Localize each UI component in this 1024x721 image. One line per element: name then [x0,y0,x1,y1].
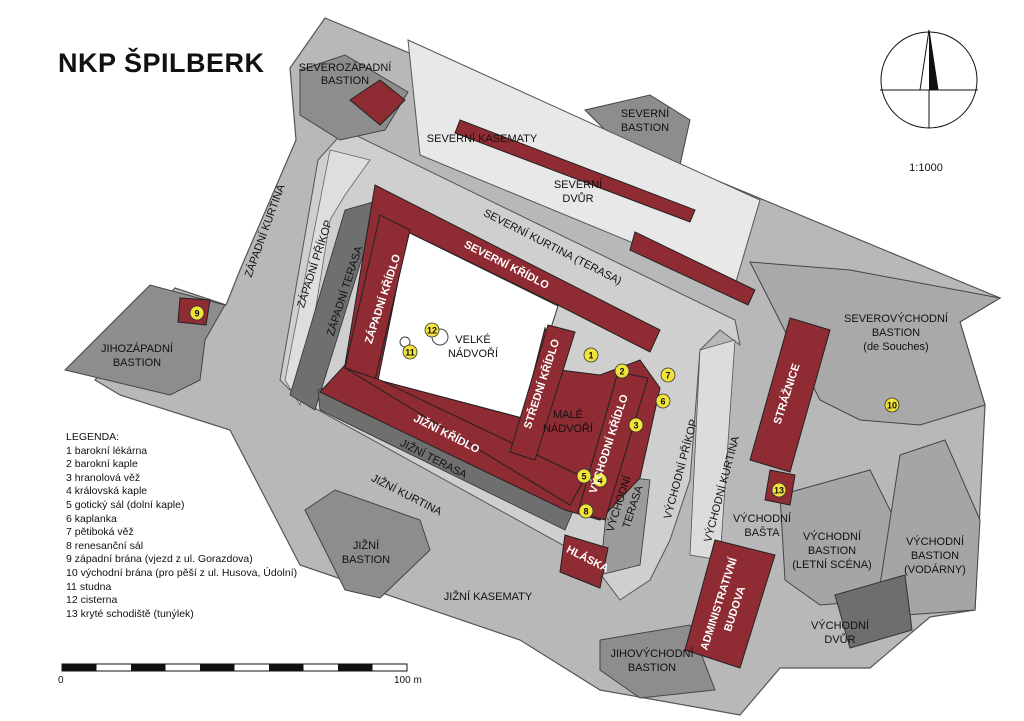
legend-item: 6 kaplanka [66,512,117,525]
label-vychodni-bastion-vodarny-3: (VODÁRNY) [904,563,966,576]
label-vychodni-basta-1: VÝCHODNÍ [733,512,792,525]
marker-3: 3 [633,421,638,431]
marker-10: 10 [887,401,897,411]
marker-11: 11 [405,348,415,358]
legend-item: 9 západní brána (vjezd z ul. Gorazdova) [66,553,253,566]
legend-item: 7 pětiboká věž [66,526,134,539]
label-severozapadni-bastion-2: BASTION [321,75,369,87]
label-jihozapadni-bastion-2: BASTION [113,357,161,369]
marker-8: 8 [583,507,588,517]
legend-item: 4 královská kaple [66,485,148,498]
label-severni-kasematy: SEVERNÍ KASEMATY [427,132,538,145]
label-vychodni-dvur-1: VÝCHODNÍ [811,619,870,632]
scale-bar [61,663,408,672]
label-vychodni-bastion-letni-1: VÝCHODNÍ [803,530,862,543]
scale-end-label: 100 m [394,675,422,686]
label-male-nadvori-2: NÁDVOŘÍ [543,422,594,435]
legend-item: 5 gotický sál (dolní kaple) [66,498,185,511]
page-title: NKP ŠPILBERK [58,48,265,78]
legend-item: 13 kryté schodiště (tunýlek) [66,607,194,620]
legend-item: 12 cisterna [66,594,118,607]
marker-4: 4 [597,476,602,486]
label-jihovychodni-bastion-2: BASTION [628,662,676,674]
label-jihovychodni-bastion-1: JIHOVÝCHODNÍ [610,647,694,660]
well-icons [399,328,449,348]
marker-5: 5 [581,472,586,482]
label-vychodni-bastion-letni-3: (LETNÍ SCÉNA) [792,558,871,571]
label-severovychodni-bastion-2: BASTION [872,327,920,339]
label-severni-dvur-1: SEVERNÍ [554,178,603,191]
legend: LEGENDA: 1 barokní lékárna 2 barokní kap… [66,431,297,621]
label-vychodni-bastion-vodarny-1: VÝCHODNÍ [906,535,965,548]
marker-6: 6 [660,397,665,407]
marker-7: 7 [665,371,670,381]
scale-ratio: 1:1000 [909,162,943,174]
label-severni-dvur-2: DVŮR [562,192,593,205]
legend-item: 2 barokní kaple [66,458,138,471]
label-severovychodni-bastion-3: (de Souches) [863,341,928,353]
marker-12: 12 [427,326,437,336]
legend-item: 10 východní brána (pro pěší z ul. Husova… [66,566,298,579]
label-jihozapadni-bastion-1: JIHOZÁPADNÍ [101,342,174,355]
scale-start-label: 0 [58,675,64,686]
label-jizni-kasematy: JIŽNÍ KASEMATY [444,590,533,603]
marker-13: 13 [774,486,784,496]
label-severni-bastion-2: BASTION [621,122,669,134]
label-velke-nadvori-2: NÁDVOŘÍ [448,347,499,360]
marker-1: 1 [588,351,593,361]
label-jizni-bastion-2: BASTION [342,554,390,566]
marker-2: 2 [619,367,624,377]
legend-item: 1 barokní lékárna [66,444,148,457]
label-vychodni-basta-2: BAŠTA [744,526,780,539]
legend-item: 3 hranolová věž [66,471,141,484]
label-severovychodni-bastion-1: SEVEROVÝCHODNÍ [844,312,949,325]
number-markers: 1 2 3 4 5 6 7 8 9 10 11 12 13 [189,305,900,519]
compass-rose-icon [880,29,978,129]
legend-heading: LEGENDA: [66,431,120,443]
label-velke-nadvori-1: VELKÉ [455,333,490,346]
label-jizni-bastion-1: JIŽNÍ [353,539,380,552]
label-severozapadni-bastion-1: SEVEROZÁPADNÍ [299,61,393,74]
label-severni-bastion-1: SEVERNÍ [621,107,670,120]
label-vychodni-bastion-letni-2: BASTION [808,545,856,557]
label-vychodni-dvur-2: DVŮR [824,633,855,646]
marker-9: 9 [194,309,199,319]
legend-item: 11 studna [66,580,112,593]
label-male-nadvori-1: MALÉ [553,408,583,421]
label-vychodni-bastion-vodarny-2: BASTION [911,550,959,562]
legend-item: 8 renesanční sál [66,539,144,552]
